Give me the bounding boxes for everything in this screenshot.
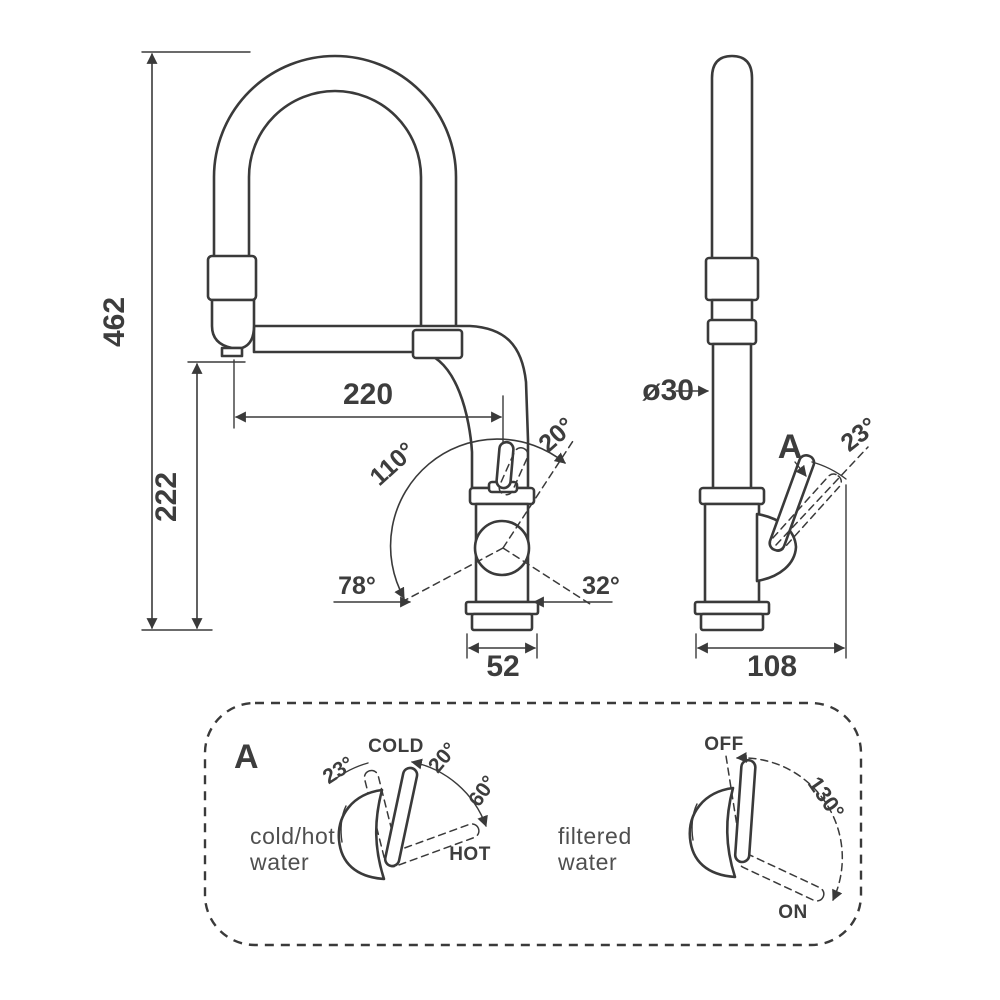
side-arc-23 — [811, 461, 847, 480]
legend-coldhot-line2: water — [249, 849, 309, 875]
legend-filtered: filtered water OFF 130° ON — [557, 734, 849, 923]
side-depth-label: 108 — [747, 650, 797, 683]
legend-coldhot-arc-range — [410, 758, 488, 828]
legend-coldhot-tilt-label: 23° — [319, 752, 358, 789]
front-handle-tilt-label: 20° — [533, 412, 580, 458]
legend-coldhot-range-label: 60° — [464, 772, 501, 811]
legend-cold-label: COLD — [368, 736, 424, 757]
side-handle-lever — [768, 454, 816, 552]
side-view: ø30 A 23° 108 — [642, 54, 883, 683]
legend-coldhot-knob — [337, 788, 386, 881]
legend-filtered-line2: water — [557, 849, 617, 875]
front-swivel-label: 110° — [365, 437, 421, 491]
front-base-plinth — [470, 612, 534, 632]
legend-label: A — [234, 738, 259, 776]
front-swivel-arc — [389, 438, 566, 599]
side-detail-ref: A — [778, 428, 803, 466]
side-column-lower — [711, 342, 753, 492]
legend-filtered-knob — [688, 786, 737, 879]
side-collar-lower — [706, 318, 758, 346]
legend-filtered-lever — [733, 758, 757, 864]
front-base-label: 52 — [486, 650, 519, 683]
side-handle-tilt-label: 23° — [836, 412, 883, 457]
front-angle-front-label: 32° — [582, 572, 620, 600]
side-column — [710, 54, 754, 264]
front-spray-head — [210, 298, 256, 350]
legend-box: A cold/hot water 23° COLD 20° 60° HOT — [203, 701, 863, 947]
front-view: 462 222 220 52 110° 20° 78° 32° — [98, 51, 620, 683]
side-collar-upper — [704, 256, 760, 302]
legend-coldhot-mid-label: 20° — [424, 738, 462, 777]
side-detail-arrow — [794, 461, 807, 477]
legend-filtered-ghost-on — [738, 853, 825, 902]
legend-coldhot-line1: cold/hot — [250, 823, 335, 849]
legend-filtered-range-label: 130° — [803, 772, 850, 824]
front-reach-label: 220 — [343, 378, 393, 411]
legend-filtered-arc-range — [735, 751, 844, 901]
front-aerator — [220, 346, 244, 358]
front-arch-hose — [212, 54, 458, 334]
legend-on-label: ON — [778, 902, 808, 923]
side-body — [703, 502, 761, 604]
side-body-collar — [698, 486, 766, 506]
front-hose-collar — [411, 328, 464, 360]
legend-coldhot-knob-detail — [340, 805, 347, 843]
legend-coldhot-arc-23 — [333, 762, 369, 781]
side-base-plinth — [699, 612, 765, 632]
legend-cold-hot: cold/hot water 23° COLD 20° 60° HOT — [249, 736, 501, 881]
front-height-label: 462 — [98, 297, 131, 347]
legend-border — [203, 701, 863, 947]
legend-hot-label: HOT — [449, 844, 491, 865]
front-angle-back-label: 78° — [338, 572, 376, 600]
side-dash-leader-23 — [775, 446, 869, 546]
front-spout-height-label: 222 — [150, 472, 183, 522]
side-diameter-label: ø30 — [642, 374, 694, 407]
side-base-flange — [693, 600, 771, 616]
front-spray-holder — [206, 254, 258, 302]
legend-off-label: OFF — [704, 734, 744, 755]
front-base-flange — [464, 600, 540, 616]
legend-coldhot-ghost-hot — [385, 823, 480, 868]
legend-filtered-knob-detail — [691, 803, 698, 841]
front-handle-lever — [495, 440, 515, 490]
legend-filtered-line1: filtered — [558, 823, 632, 849]
side-handle-ghost — [769, 473, 843, 552]
